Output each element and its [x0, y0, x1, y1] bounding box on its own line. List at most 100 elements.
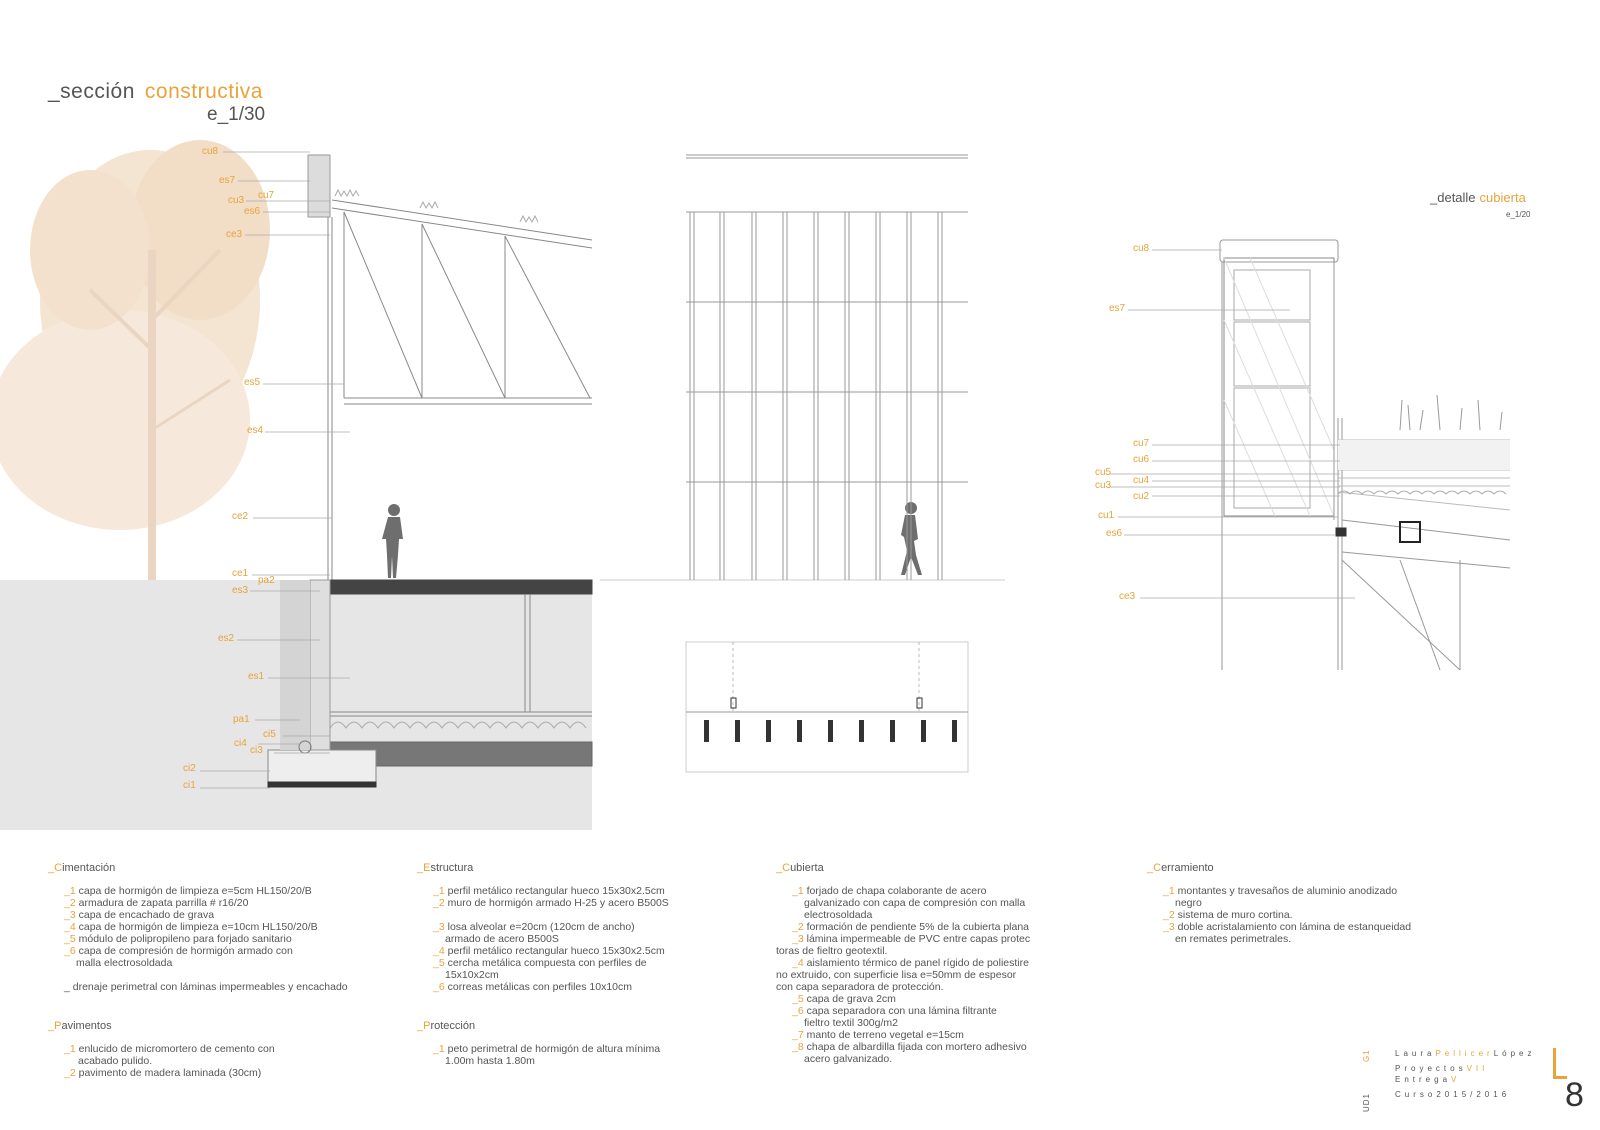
- legend-item: _3 losa alveolar e=20cm (120cm de ancho): [433, 921, 635, 933]
- legend-item-continued: 1.00m hasta 1.80m: [445, 1055, 535, 1067]
- footer-course: ProyectosVII: [1395, 1064, 1489, 1073]
- footer-unit-code: UD1: [1362, 1092, 1371, 1112]
- legend-item: _3 lámina impermeable de PVC entre capas…: [792, 933, 1031, 945]
- tag-ci5: ci5: [263, 729, 276, 740]
- detail-tag-cu7: cu7: [1133, 438, 1150, 449]
- tag-ce3: ce3: [226, 229, 243, 240]
- detail-tag-es7: es7: [1109, 303, 1126, 314]
- legend-item: _3 capa de encachado de grava: [64, 909, 215, 921]
- legend-cubierta-heading: _Cubierta: [776, 862, 824, 874]
- legend-cimentacion-heading: _Cimentación: [48, 862, 116, 874]
- tag-es7: es7: [219, 175, 236, 186]
- legend-item-continued: 15x10x2cm: [445, 969, 499, 981]
- person-silhouette-left: [382, 504, 403, 578]
- legend-item: _1 forjado de chapa colaborante de acero: [792, 885, 987, 897]
- tag-es3: es3: [232, 585, 249, 596]
- legend-item-continued: electrosoldada: [804, 909, 873, 921]
- tag-ce2: ce2: [232, 511, 249, 522]
- detail-tag-cu3: cu3: [1095, 480, 1112, 491]
- legend-item: _4 capa de hormigón de limpieza e=10cm H…: [64, 921, 318, 933]
- tag-es4: es4: [247, 425, 264, 436]
- section-building: [267, 154, 593, 788]
- legend-item: _6 correas metálicas con perfiles 10x10c…: [433, 981, 633, 993]
- legend-item: _5 cercha metálica compuesta con perfile…: [433, 957, 647, 969]
- page-number: 8: [1565, 1076, 1584, 1114]
- detail-tag-cu1: cu1: [1098, 510, 1115, 521]
- legend-item: _5 capa de grava 2cm: [792, 993, 896, 1005]
- legend-item-continued: toras de fieltro geotextil.: [776, 945, 888, 957]
- roof-detail-drawing: [1219, 239, 1511, 671]
- tag-ci1: ci1: [183, 780, 196, 791]
- title-word-1: _sección: [48, 80, 135, 103]
- legend-item-continued: no extruido, con superficie lisa e=50mm …: [776, 969, 1017, 981]
- legend-item: _6 capa separadora con una lámina filtra…: [792, 1005, 997, 1017]
- footer-author: LauraPellicerLópez: [1395, 1049, 1536, 1058]
- detail-title-word-1: _detalle: [1430, 190, 1476, 205]
- legend-item: _2 armadura de zapata parrilla # r16/20: [64, 897, 249, 909]
- legend-item: _2 sistema de muro cortina.: [1163, 909, 1293, 921]
- section-scale: e_1/30: [207, 104, 266, 125]
- legend-pavimentos-heading: _Pavimentos: [48, 1020, 112, 1032]
- tag-ci3: ci3: [250, 745, 263, 756]
- title-word-2: constructiva: [144, 80, 263, 103]
- detail-labels: [1110, 249, 1355, 599]
- legend-proteccion-heading: _Protección: [417, 1020, 476, 1032]
- legend-item: _1 perfil metálico rectangular hueco 15x…: [433, 885, 665, 897]
- tag-ce1: ce1: [232, 568, 249, 579]
- tag-cu3: cu3: [228, 195, 245, 206]
- legend-item: _2 muro de hormigón armado H-25 y acero …: [433, 897, 669, 909]
- legend-item: _2 formación de pendiente 5% de la cubie…: [792, 921, 1030, 933]
- legend-item: _1 enlucido de micromortero de cemento c…: [64, 1043, 275, 1055]
- tag-ci2: ci2: [183, 763, 196, 774]
- legend-item-continued: acero galvanizado.: [804, 1053, 893, 1065]
- footer-delivery: EntregaV: [1395, 1075, 1461, 1084]
- tag-cu8: cu8: [202, 146, 219, 157]
- legend-cerramiento-heading: _Cerramiento: [1147, 862, 1214, 874]
- page-letter-mark-base: [1553, 1076, 1567, 1079]
- legend-estructura-heading: _Estructura: [417, 862, 474, 874]
- legend-item: _2 pavimento de madera laminada (30cm): [64, 1067, 262, 1079]
- legend-item-continued: acabado pulido.: [78, 1055, 153, 1067]
- legend-item-continued: armado de acero B500S: [445, 933, 559, 945]
- detail-tag-ce3: ce3: [1119, 591, 1136, 602]
- tag-ci4: ci4: [234, 738, 247, 749]
- detail-tag-cu4: cu4: [1133, 475, 1150, 486]
- tag-pa1: pa1: [233, 714, 250, 725]
- legend-item: _6 capa de compresión de hormigón armado…: [64, 945, 293, 957]
- legend-item-continued: con capa separadora de protección.: [776, 981, 944, 993]
- tag-es2: es2: [218, 633, 235, 644]
- legend-estructura: _Estructura _1 perfil metálico rectangul…: [417, 862, 669, 993]
- legend-item: _1 peto perimetral de hormigón de altura…: [433, 1043, 661, 1055]
- legend-item: _1 montantes y travesaños de aluminio an…: [1163, 885, 1398, 897]
- detail-tag-cu8: cu8: [1133, 243, 1150, 254]
- tag-es5: es5: [244, 377, 261, 388]
- tag-es6: es6: [244, 206, 261, 217]
- legend-item: _3 doble acristalamiento con lámina de e…: [1163, 921, 1412, 933]
- page-letter-mark: [1553, 1048, 1556, 1078]
- plan-detail-box: [685, 641, 969, 773]
- tree-illustration: [0, 140, 270, 580]
- tag-pa2: pa2: [258, 575, 275, 586]
- legend-pavimentos: _Pavimentos _1 enlucido de micromortero …: [48, 1020, 275, 1079]
- legend-item-continued: malla electrosoldada: [76, 957, 173, 969]
- legend-item-continued: fieltro textil 300g/m2: [804, 1017, 898, 1029]
- detail-tag-es6: es6: [1106, 528, 1123, 539]
- detail-scale: e_1/20: [1506, 210, 1531, 219]
- footer-vertical-text: G1 UD1: [1362, 1049, 1374, 1112]
- legend-item-continued: en remates perimetrales.: [1175, 933, 1292, 945]
- footer-group-code: G1: [1362, 1049, 1371, 1062]
- footer-credits: LauraPellicerLópez ProyectosVII EntregaV…: [1395, 1046, 1536, 1102]
- legend-item: _1 capa de hormigón de limpieza e=5cm HL…: [64, 885, 312, 897]
- detail-tag-cu2: cu2: [1133, 491, 1150, 502]
- detail-tag-cu5: cu5: [1095, 467, 1112, 478]
- facade-elevation: [600, 154, 1005, 581]
- legend-cubierta: _Cubierta _1 forjado de chapa colaborant…: [776, 862, 1030, 1065]
- legend-cerramiento: _Cerramiento _1 montantes y travesaños d…: [1147, 862, 1411, 945]
- section-title: _sección constructiva: [48, 80, 263, 104]
- legend-item: _8 chapa de albardilla fijada con morter…: [792, 1041, 1027, 1053]
- footer-year: Curso2015/2016: [1395, 1090, 1511, 1099]
- legend-note-drenaje: _ drenaje perimetral con láminas imperme…: [64, 981, 348, 993]
- legend-item: _5 módulo de polipropileno para forjado …: [64, 933, 292, 945]
